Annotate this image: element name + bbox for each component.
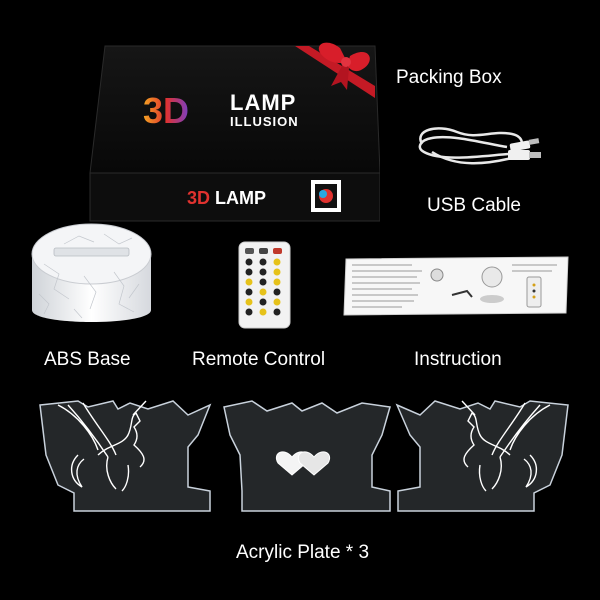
packing-box: 3D LAMP ILLUSION 3D LAMP bbox=[85, 38, 380, 223]
box-title-illusion: ILLUSION bbox=[230, 114, 299, 129]
packing-box-graphic bbox=[89, 42, 380, 222]
box-title-lamp: LAMP bbox=[230, 90, 297, 115]
label-abs-base: ABS Base bbox=[44, 349, 131, 370]
instruction-sheet bbox=[342, 255, 570, 317]
label-remote-control: Remote Control bbox=[192, 349, 326, 370]
label-instruction: Instruction bbox=[414, 349, 502, 370]
ribbon-bow bbox=[295, 42, 375, 98]
abs-base bbox=[24, 214, 159, 334]
remote-control bbox=[237, 240, 292, 330]
label-usb-cable: USB Cable bbox=[427, 195, 521, 216]
box-title-3d: 3D bbox=[143, 90, 190, 131]
box-side-lamp: LAMP bbox=[215, 188, 266, 208]
label-packing-box: Packing Box bbox=[396, 67, 502, 88]
acrylic-plate-middle bbox=[222, 395, 392, 513]
acrylic-plate-right bbox=[395, 395, 570, 513]
acrylic-plate-left bbox=[38, 395, 213, 513]
label-acrylic-plate: Acrylic Plate * 3 bbox=[236, 542, 370, 563]
box-side-3d: 3D bbox=[187, 188, 211, 208]
hearts bbox=[276, 451, 330, 476]
usb-cable bbox=[412, 122, 552, 177]
